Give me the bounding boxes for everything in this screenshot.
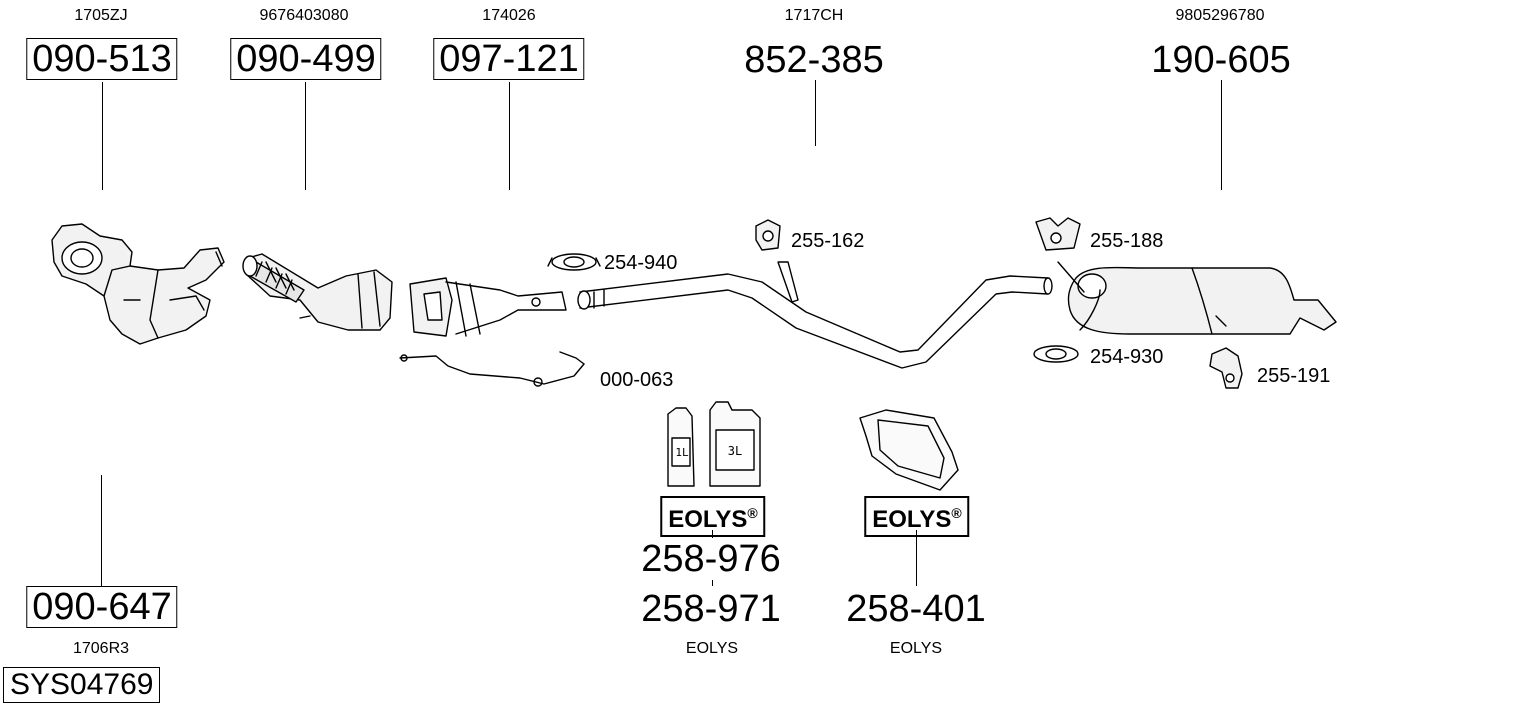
eolys-brand-label: EOLYS [668,506,748,533]
leader-line [305,82,306,190]
part-number-label[interactable]: 258-976 [641,538,781,580]
leader-line [509,82,510,190]
oem-number: 9805296780 [1175,7,1265,24]
part-caption: EOLYS [889,640,943,657]
eolys-brand-label: EOLYS [872,506,952,533]
pouch-drawing [859,409,959,491]
part-number-label[interactable]: 090-513 [26,38,178,80]
hanger-255-188-drawing [1035,217,1081,251]
oem-number: 9676403080 [259,7,349,24]
oem-number: 174026 [482,7,536,24]
part-number-label[interactable]: 190-605 [1151,39,1291,81]
leader-line [916,530,917,586]
part-caption: EOLYS [685,640,739,657]
sensor-000-063-drawing [399,351,585,387]
dpf-drawing [409,277,567,337]
registered-mark: ® [951,505,962,521]
small-part-label[interactable]: 255-162 [791,230,865,252]
small-part-label[interactable]: 254-930 [1090,346,1164,368]
leader-line [712,530,713,538]
oem-number: 1705ZJ [74,7,128,24]
leader-line [1221,80,1222,190]
bracket-255-191-drawing [1209,347,1243,389]
part-number-label[interactable]: 090-647 [26,586,178,628]
registered-mark: ® [747,505,758,521]
clamp-254-940-drawing [547,253,601,271]
small-part-label[interactable]: 255-188 [1090,230,1164,252]
small-part-label[interactable]: 000-063 [600,369,674,391]
hanger-255-162-drawing [755,219,781,251]
part-number-label[interactable]: 258-401 [846,588,986,630]
bottle-large-label: 3L [728,444,742,458]
flex-catalyst-drawing [242,253,393,331]
small-part-label[interactable]: 254-940 [604,252,678,274]
rear-silencer-drawing [1057,261,1337,335]
manifold-catalyst-drawing [51,223,225,345]
leader-line [101,475,102,587]
leader-line [815,80,816,146]
clamp-254-930-drawing [1033,345,1079,363]
part-number-label[interactable]: 097-121 [433,38,585,80]
leader-line [712,580,713,586]
eolys-brand-box: EOLYS® [660,496,766,537]
oem-number: 1717CH [784,7,844,24]
part-number-label[interactable]: 258-971 [641,588,781,630]
bottles-drawing [667,401,761,487]
small-part-label[interactable]: 255-191 [1257,365,1331,387]
leader-line [102,82,103,190]
part-number-label[interactable]: 090-499 [230,38,382,80]
middle-pipe-drawing [577,261,1053,369]
part-number-label[interactable]: 852-385 [744,39,884,81]
system-code: SYS04769 [3,667,161,703]
eolys-brand-box: EOLYS® [864,496,970,537]
oem-number: 1706R3 [72,640,130,657]
bottle-small-label: 1L [675,446,689,459]
